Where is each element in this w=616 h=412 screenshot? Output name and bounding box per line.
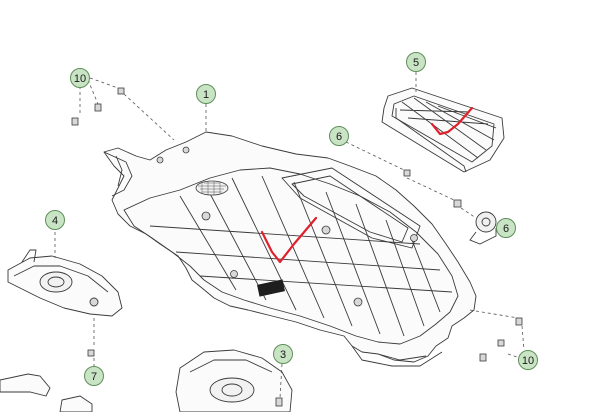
red-check-marks (260, 106, 474, 264)
push-pin-fastener (469, 211, 497, 245)
small-clips (71, 87, 523, 407)
check-mark-cover (430, 106, 474, 136)
svg-text:6: 6 (503, 223, 509, 235)
callout-10-top: 10 (70, 68, 90, 88)
callout-4: 4 (45, 210, 65, 230)
callout-1: 1 (196, 84, 216, 104)
left-bracket-assembly (7, 249, 123, 317)
callout-6-upper: 6 (329, 126, 349, 146)
callout-10-bottom: 10 (518, 350, 538, 370)
check-mark-undertray (260, 216, 318, 264)
svg-text:10: 10 (522, 355, 534, 367)
svg-text:3: 3 (280, 349, 286, 361)
callout-3: 3 (273, 344, 293, 364)
rear-bracket-assembly (175, 349, 293, 412)
access-cover-panel (381, 87, 505, 173)
panel-fasteners (156, 146, 418, 307)
svg-text:4: 4 (52, 215, 58, 227)
lower-left-link-fragment (0, 373, 93, 412)
undertray-label-plate (257, 279, 285, 297)
svg-text:7: 7 (91, 371, 97, 383)
callout-5: 5 (406, 52, 426, 72)
callout-6-right: 6 (496, 218, 516, 238)
leader-lines (54, 72, 525, 399)
callout-7: 7 (84, 366, 104, 386)
svg-text:6: 6 (336, 131, 342, 143)
vent-grille (195, 180, 229, 196)
svg-text:10: 10 (74, 73, 86, 85)
svg-text:1: 1 (203, 89, 209, 101)
svg-text:5: 5 (413, 57, 419, 69)
